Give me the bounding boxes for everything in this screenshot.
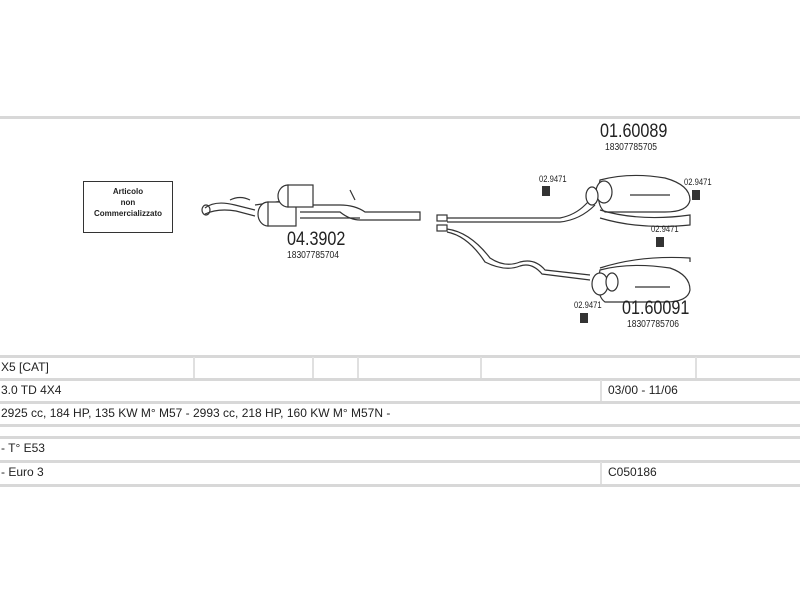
table-divider xyxy=(0,355,800,358)
diagram-top-border xyxy=(0,116,800,119)
column-divider xyxy=(695,357,697,378)
mount-code[interactable]: 02.9471 xyxy=(684,177,712,187)
table-divider xyxy=(0,436,800,439)
column-divider xyxy=(193,357,195,378)
engines-cell: 2925 cc, 184 HP, 135 KW M° M57 - 2993 cc… xyxy=(1,406,391,420)
table-divider xyxy=(0,484,800,487)
part-code-0160089[interactable]: 01.60089 xyxy=(600,121,668,142)
period-cell: 03/00 - 11/06 xyxy=(608,383,678,397)
emission-cell: - Euro 3 xyxy=(1,465,44,479)
table-divider xyxy=(0,424,800,427)
code-cell: C050186 xyxy=(608,465,657,479)
oe-number-043902: 18307785704 xyxy=(287,250,340,261)
column-divider xyxy=(480,357,482,378)
note-line-3: Commercializzato xyxy=(93,209,163,218)
column-divider xyxy=(600,462,602,484)
column-divider xyxy=(312,357,314,378)
model-cell: X5 [CAT] xyxy=(1,360,49,374)
part-code-043902[interactable]: 04.3902 xyxy=(287,229,346,250)
column-divider xyxy=(357,357,359,378)
exhaust-system-diagram xyxy=(201,174,700,323)
not-sold-note: Articolo non Commercializzato xyxy=(83,181,173,233)
type-cell: - T° E53 xyxy=(1,441,45,455)
mount-code[interactable]: 02.9471 xyxy=(651,224,679,234)
mount-code[interactable]: 02.9471 xyxy=(539,174,567,184)
table-divider xyxy=(0,401,800,404)
note-line-2: non xyxy=(120,198,136,207)
part-code-0160091[interactable]: 01.60091 xyxy=(622,298,690,319)
version-cell: 3.0 TD 4X4 xyxy=(1,383,62,397)
table-divider xyxy=(0,460,800,463)
oe-number-0160089: 18307785705 xyxy=(605,142,658,153)
table-divider xyxy=(0,378,800,381)
mount-code[interactable]: 02.9471 xyxy=(574,300,602,310)
note-line-1: Articolo xyxy=(112,187,144,196)
column-divider xyxy=(600,380,602,401)
oe-number-0160091: 18307785706 xyxy=(627,319,680,330)
